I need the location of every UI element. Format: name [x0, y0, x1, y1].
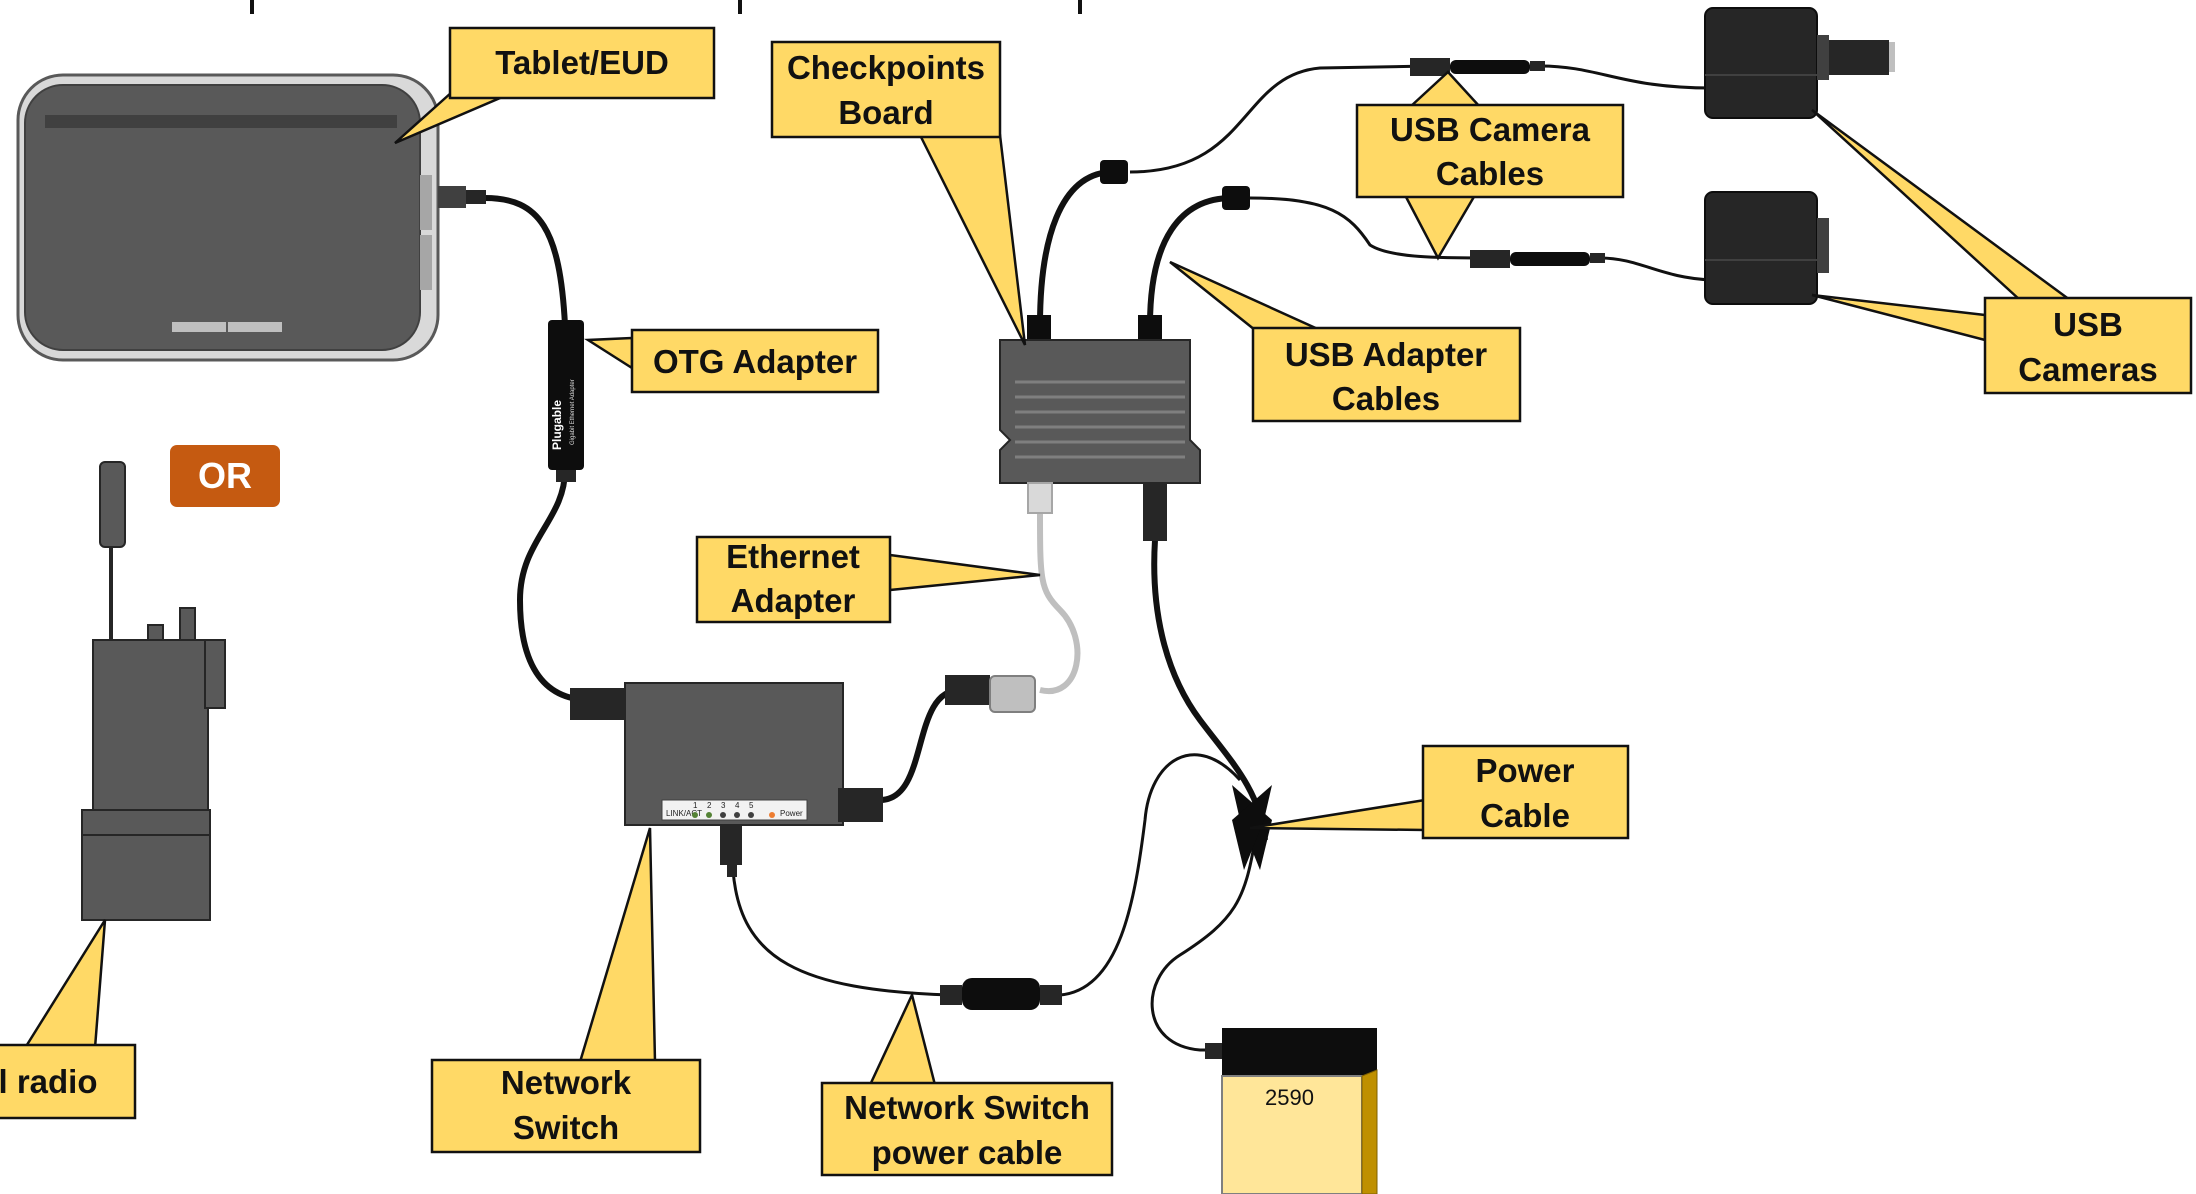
label-usb-cameras-line1: USB	[2053, 306, 2123, 343]
label-usb-camera-cables-line2: Cables	[1436, 155, 1544, 192]
switch-power-brick	[940, 978, 1062, 1010]
battery-power-cable	[1150, 839, 1257, 1052]
switch-status-label: LINK/ACT	[666, 809, 702, 818]
switch-power-cable-a	[731, 869, 951, 997]
label-power-line2: Cable	[1480, 797, 1570, 834]
callout-ethernet	[695, 535, 1041, 624]
label-ethernet-line1: Ethernet	[726, 538, 860, 575]
switch-port-5: 5	[749, 801, 754, 810]
switch-port-2: 2	[707, 801, 712, 810]
ethernet-adapter-cable	[1037, 509, 1081, 695]
tablet-usb-cable	[484, 195, 568, 326]
label-ethernet-line2: Adapter	[731, 582, 856, 619]
switch-port-3: 3	[721, 801, 726, 810]
callout-board	[770, 40, 1027, 346]
switch-port-leds: 1 2 3 4 5	[692, 801, 775, 818]
label-usb-camera-cables-line1: USB Camera	[1390, 111, 1591, 148]
callout-usb-cameras	[1811, 108, 2193, 395]
otg-ethernet-cable	[516, 469, 591, 703]
otg-adapter-device: Plugable Gigabit Ethernet Adapter	[548, 320, 584, 482]
label-usb-cameras-line2: Cameras	[2018, 351, 2157, 388]
label-power-line1: Power	[1475, 752, 1574, 789]
usb-camera-cable-couplers	[1410, 58, 1605, 268]
label-radio: l radio	[0, 1063, 98, 1100]
usb-camera-cable-2b	[1599, 256, 1713, 282]
battery-model-label: 2590	[1265, 1085, 1314, 1110]
switch-power-led-label: Power	[780, 809, 803, 818]
usb-adapter-cable-1	[1037, 169, 1111, 326]
radio-device	[81, 461, 226, 921]
callout-tablet	[394, 26, 716, 145]
callout-usb-camera-cables	[1355, 70, 1625, 261]
cables	[484, 169, 1268, 841]
usb-camera-1	[1704, 7, 1895, 119]
callout-texts: Tablet/EUD OTG Adapter Checkpoints Board…	[0, 44, 2158, 1171]
label-board-line1: Checkpoints	[787, 49, 985, 86]
label-tablet: Tablet/EUD	[495, 44, 669, 81]
callout-radio	[0, 919, 137, 1120]
label-usb-adapter-line2: Cables	[1332, 380, 1440, 417]
or-badge: OR	[170, 445, 280, 507]
otg-subtitle: Gigabit Ethernet Adapter	[570, 379, 576, 445]
network-switch-device: LINK/ACT 1 2 3 4 5 Power	[570, 682, 883, 877]
usb-camera-cable-2a	[1249, 196, 1491, 260]
usb-camera-2	[1704, 191, 1829, 305]
label-switch-power-line2: power cable	[872, 1134, 1063, 1171]
switch-ethernet-cable	[879, 687, 961, 803]
callout-otg	[583, 328, 880, 394]
usb-adapter-cable-2	[1147, 195, 1233, 326]
callout-usb-adapter	[1169, 260, 1522, 423]
otg-brand: Plugable	[550, 400, 564, 450]
top-edge-ticks	[250, 0, 1082, 14]
label-switch-power-line1: Network Switch	[844, 1089, 1090, 1126]
usb-camera-cable-1a	[1129, 64, 1431, 174]
callouts	[0, 26, 2193, 1177]
switch-power-cable-b	[1059, 753, 1242, 997]
checkpoints-board-device	[999, 160, 1250, 541]
switch-port-4: 4	[735, 801, 740, 810]
thin-cables	[731, 64, 1713, 1052]
callout-network-switch	[430, 827, 702, 1154]
label-otg: OTG Adapter	[653, 343, 857, 380]
tablet-device	[16, 73, 486, 362]
label-usb-adapter-line1: USB Adapter	[1285, 336, 1487, 373]
label-board-line2: Board	[838, 94, 933, 131]
callout-power-cable	[1249, 744, 1630, 840]
switch-port-1: 1	[693, 801, 698, 810]
ethernet-adapter-plug	[945, 675, 1036, 713]
usb-camera-cable-1b	[1539, 64, 1713, 90]
battery-2590: 2590	[1205, 1028, 1378, 1194]
callout-switch-power	[820, 991, 1114, 1177]
label-switch-line2: Switch	[513, 1109, 619, 1146]
label-switch-line1: Network	[501, 1064, 632, 1101]
board-power-cable	[1151, 539, 1268, 841]
